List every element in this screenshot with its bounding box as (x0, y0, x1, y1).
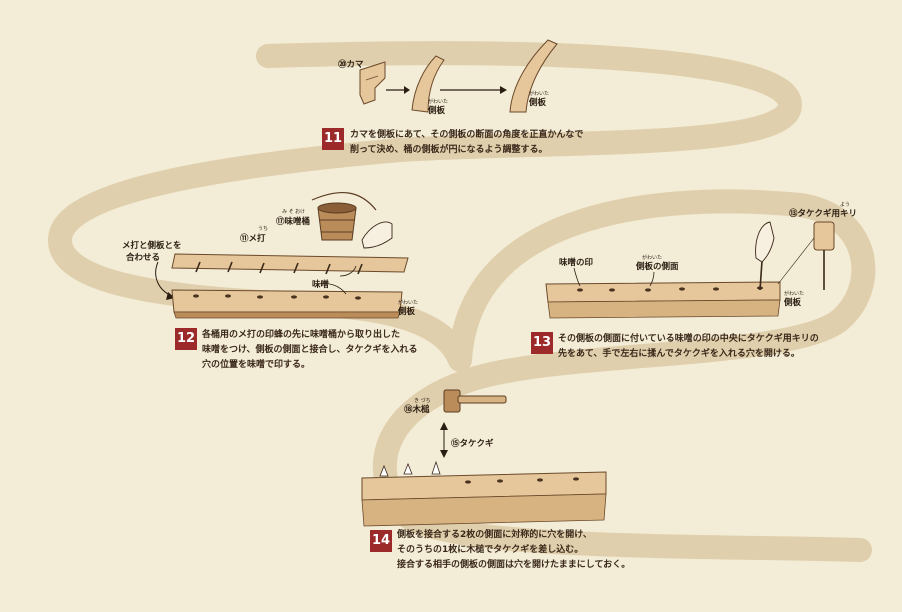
furigana-gawaita-d: がわいた (784, 291, 805, 297)
step-11-badge: 11 (322, 128, 344, 150)
label-gawaita-b: 側板 (529, 98, 547, 108)
label-gawaita-d: 側板 (784, 298, 802, 308)
takekugi-kiri-tool (777, 221, 835, 290)
drilling-hand (755, 221, 775, 291)
label-meuchi: ⑪メ打 (240, 234, 266, 244)
label-gawaita-sokumen: 側板の側面 (636, 262, 679, 272)
step-12-badge: 12 (175, 328, 197, 350)
label-misooke: ⑰味噌桶 (276, 217, 311, 227)
furigana-gawaita-c: がわいた (398, 300, 419, 306)
furigana-you: よう (840, 202, 851, 208)
furigana-gawaita-b: がわいた (529, 91, 550, 97)
step-13-badge: 13 (531, 332, 553, 354)
step-12-text: 各桶用のメ打の印蜂の先に味噌桶から取り出した 味噌をつけ、側板の側面と接合し、タ… (202, 330, 418, 370)
gawaita-curve-2 (509, 39, 558, 113)
gawaita-curve-1 (411, 55, 445, 113)
winding-path (48, 41, 876, 562)
arrow-2 (440, 86, 507, 94)
label-meuchi-gawaita-2: 合わせる (126, 253, 161, 263)
step-14-text: 側板を接合する2枚の側面に対称的に穴を開け、 そのうちの1枚に木槌でタケクギを差… (397, 530, 631, 570)
gawaita-plank-13 (545, 267, 781, 319)
furigana-uchi: うち (258, 226, 269, 232)
furigana-gawaita-sokumen: がわいた (642, 255, 663, 261)
gawaita-plank-12 (171, 265, 403, 319)
furigana-misooke: み そ おけ (282, 209, 306, 215)
label-kama: ⑳カマ (338, 60, 364, 70)
label-miso: 味噌 (312, 280, 330, 290)
furigana-kizuchi: き づち (414, 398, 431, 404)
kama-tool (359, 61, 386, 105)
step-11-text: カマを側板にあて、その側板の断面の角度を正直かんなで 削って決め、桶の側板が円に… (350, 130, 584, 155)
gawaita-plank-14 (361, 460, 607, 527)
step-13-text: その側板の側面に付いている味噌の印の中央にタケクギ用キリの 先をあて、手で左右に… (558, 334, 819, 359)
takekugi-arrow (440, 422, 448, 458)
label-kizuchi: ⑱木槌 (404, 405, 430, 415)
furigana-gawaita-a: がわいた (428, 99, 449, 105)
label-takekugi-kiri: ⑬タケクギ用キリ (789, 209, 858, 219)
label-gawaita-a: 側板 (428, 106, 446, 116)
hand-dipping (361, 221, 393, 249)
arrow-1 (386, 86, 410, 94)
label-takekugi: ⑮タケクギ (451, 439, 494, 449)
label-meuchi-gawaita-1: メ打と側板とを (122, 241, 182, 251)
label-miso-shirushi: 味噌の印 (559, 258, 594, 268)
step-14-badge: 14 (370, 530, 392, 552)
miso-oke (311, 192, 377, 241)
label-gawaita-c: 側板 (398, 307, 416, 317)
meuchi-plank (171, 253, 409, 275)
kizuchi-tool (443, 389, 507, 413)
